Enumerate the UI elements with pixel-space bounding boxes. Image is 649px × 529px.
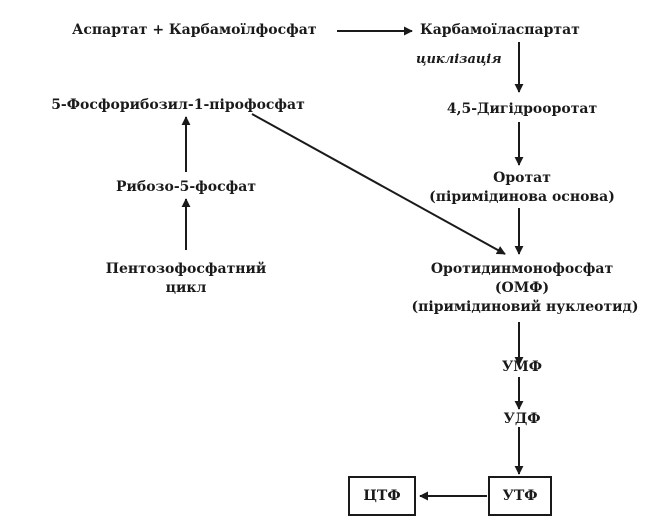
node-prpp: 5-Фосфорибозил-1-пірофосфат (51, 97, 305, 113)
node-ctp: ЦТФ (363, 488, 401, 504)
node-pentose-cycle-line1: Пентозофосфатний (105, 261, 267, 277)
node-orotate-note: (піримідинова основа) (429, 189, 615, 205)
label-cyclization: циклізація (416, 52, 502, 67)
node-ump: УМФ (501, 359, 543, 375)
arrow-prpp-to-omp (251, 113, 506, 255)
node-udp: УДФ (503, 411, 541, 427)
node-utp: УТФ (502, 488, 538, 504)
node-dihydroorotate: 4,5-Дигідрооротат (446, 101, 598, 117)
node-aspartate-carbamoylphosphate: Аспартат + Карбамоїлфосфат (72, 22, 317, 38)
node-carbamoylaspartate: Карбамоїласпартат (420, 22, 580, 38)
node-omp: Оротидинмонофосфат (430, 261, 614, 277)
node-omp-abbr: (ОМФ) (494, 280, 550, 296)
node-ribose-5-phosphate: Рибозо-5-фосфат (115, 179, 257, 195)
node-pentose-cycle-line2: цикл (165, 280, 207, 296)
node-ctp-box: ЦТФ (348, 476, 416, 516)
node-utp-box: УТФ (488, 476, 552, 516)
node-omp-note: (піримідиновий нуклеотид) (411, 299, 639, 315)
node-orotate: Оротат (493, 170, 551, 186)
